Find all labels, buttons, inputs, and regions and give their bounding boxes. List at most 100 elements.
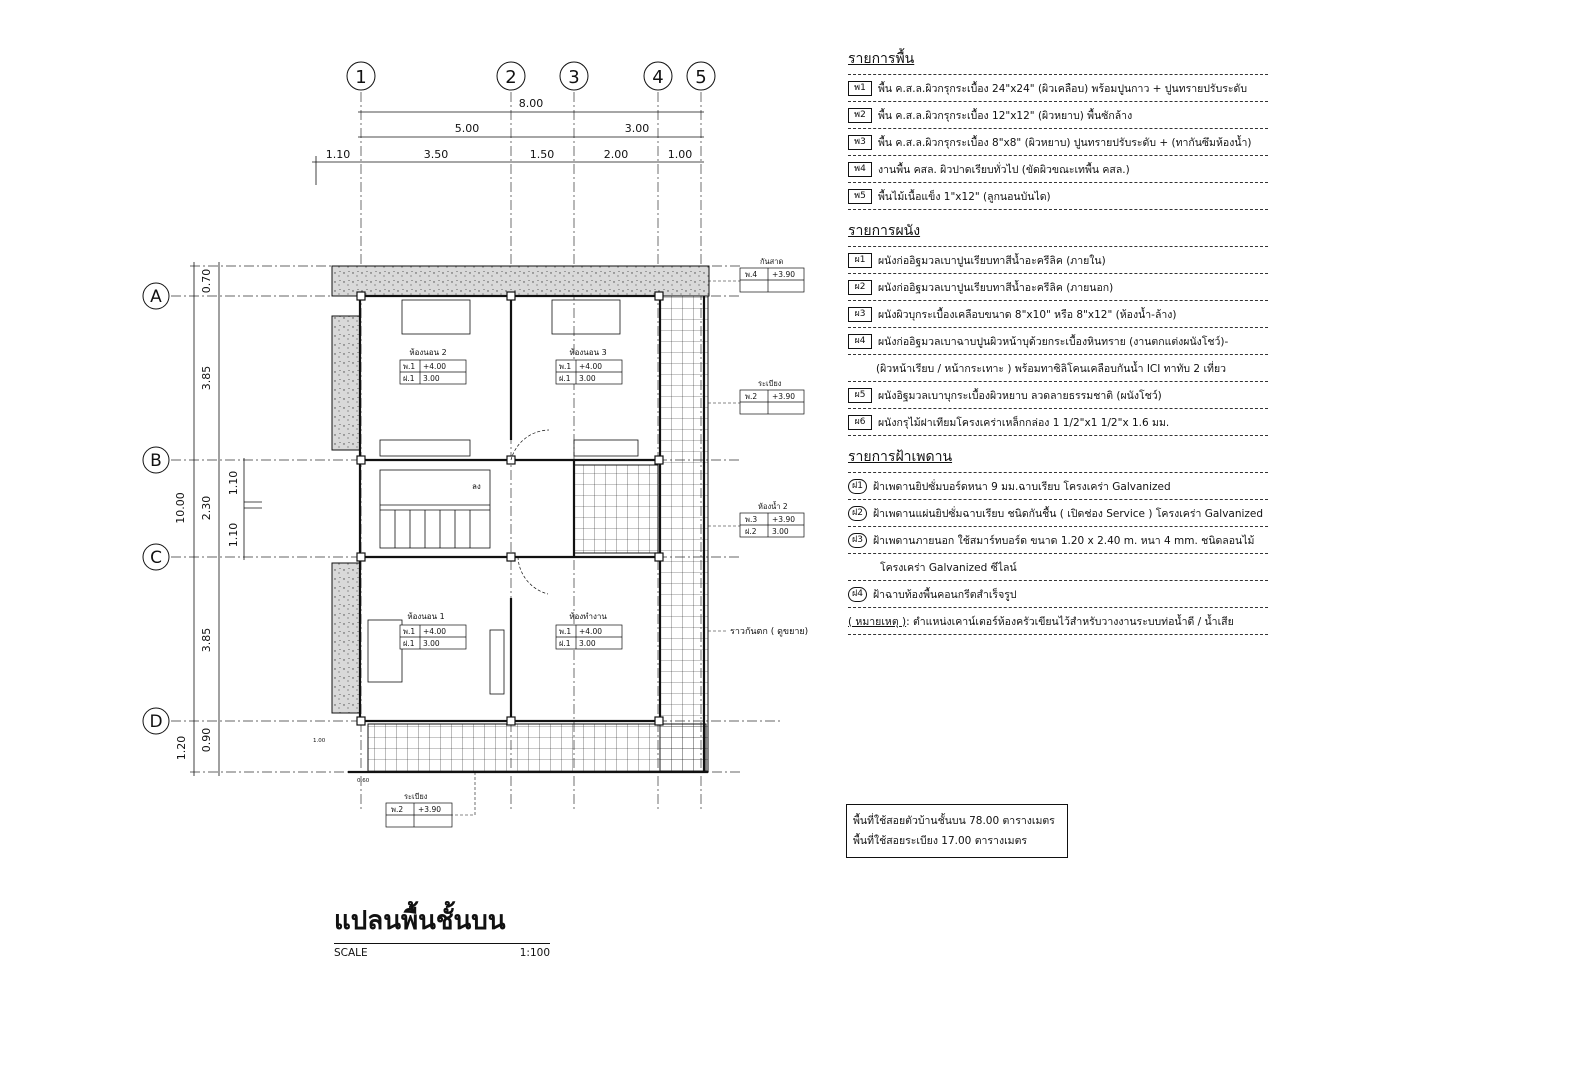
bathroom-name: ห้องน้ำ 2 <box>758 501 788 511</box>
staircase <box>379 469 491 549</box>
room-label-office: ห้องทำงาน <box>569 612 607 621</box>
room-name: ห้องนอน 1 <box>407 612 444 621</box>
area-summary-box: พื้นที่ใช้สอยตัวบ้านชั้นบน 78.00 ตารางเม… <box>846 804 1068 858</box>
ceiling-code: ฝ3 <box>848 532 867 548</box>
room-label-bedroom-3: ห้องนอน 3 <box>569 348 606 357</box>
small-dim-2: 0.60 <box>357 778 370 784</box>
stone-wall-left-upper <box>331 315 361 451</box>
wall-code: ผ6 <box>848 414 872 430</box>
upper-floor-area: พื้นที่ใช้สอยตัวบ้านชั้นบน 78.00 ตารางเม… <box>853 815 1055 827</box>
balcony-right-floor: พ.2 <box>745 392 757 401</box>
room3-ceil: ฝ.1 <box>559 374 571 383</box>
legend-panel: รายการพื้น พ1 พื้น ค.ส.ล.ผิวกรุกระเบื้อง … <box>848 48 1268 635</box>
dim-detail-2: 3.50 <box>424 148 449 161</box>
dim-depth-2: 3.85 <box>200 366 213 391</box>
remark-text: : ตำแหน่งเคาน์เตอร์ห้องครัวเขียนไว้สำหรั… <box>906 615 1234 628</box>
grid-number-5: 5 <box>695 67 706 88</box>
wall-item: ผ1 ผนังก่ออิฐมวลเบาปูนเรียบทาสีน้ำอะครีลิ… <box>848 246 1268 274</box>
floor-text: พื้น ค.ส.ล.ผิวกรุกระเบื้อง 24"x24" (ผิวเ… <box>878 82 1247 95</box>
dim-depth-5: 0.90 <box>200 728 213 753</box>
wardrobes <box>379 439 639 695</box>
grid-bubbles-top <box>346 61 716 91</box>
grid-number-1: 1 <box>355 67 366 88</box>
floor-code: พ1 <box>848 80 872 96</box>
ceiling-text: ฝ้าเพดานภายนอก ใช้สมาร์ทบอร์ด ขนาด 1.20 … <box>873 534 1255 547</box>
balcony-right-level: +3.90 <box>772 392 795 401</box>
ceiling-code: ฝ1 <box>848 478 867 494</box>
room2-ceil: ฝ.1 <box>403 374 415 383</box>
dim-depth-6: 1.20 <box>175 736 188 761</box>
canopy-name: กันสาด <box>760 257 783 266</box>
wall-text: ผนังก่ออิฐมวลเบาปูนเรียบทาสีน้ำอะครีลิค … <box>878 254 1106 267</box>
room3-height: 3.00 <box>579 374 596 383</box>
left-dimension-lines <box>193 262 262 776</box>
wall-text: ผนังอิฐมวลเบาบุกระเบื้องผิวหยาบ ลวดลายธร… <box>878 389 1162 402</box>
balcony-area: พื้นที่ใช้สอยระเบียง 17.00 ตารางเมตร <box>853 835 1028 847</box>
wall-code: ผ1 <box>848 252 872 268</box>
ceiling-item: ฝ1 ฝ้าเพดานยิปซั่มบอร์ดหนา 9 มม.ฉาบเรียบ … <box>848 472 1268 500</box>
bathroom-ceil: ฝ.2 <box>745 527 757 536</box>
dim-depth-1: 0.70 <box>200 269 213 294</box>
room3-floor: พ.1 <box>559 362 571 371</box>
room-label-bedroom-1: ห้องนอน 1 <box>407 612 444 621</box>
dim-detail-1: 1.10 <box>326 148 351 161</box>
door-swings <box>510 429 550 595</box>
wall-code: ผ4 <box>848 333 872 349</box>
wall-code: ผ3 <box>848 306 872 322</box>
right-tile-strip <box>659 295 709 773</box>
ceiling-item-continued: โครงเคร่า Galvanized ซีไลน์ <box>848 554 1268 581</box>
grid-bubbles-left <box>142 282 170 735</box>
scale-row: SCALE 1:100 <box>334 947 550 959</box>
wall-text: (ผิวหน้าเรียบ / หน้ากระเทาะ ) พร้อมทาซิล… <box>876 362 1227 375</box>
bathroom-level: +3.90 <box>772 515 795 524</box>
room2-floor: พ.1 <box>403 362 415 371</box>
floor-text: พื้นไม้เนื้อแข็ง 1"x12" (ลูกนอนบันได) <box>878 190 1051 203</box>
room1-height: 3.00 <box>423 639 440 648</box>
grid-number-3: 3 <box>568 67 579 88</box>
dim-depth-4: 3.85 <box>200 628 213 653</box>
dim-detail-5: 1.00 <box>668 148 693 161</box>
floor-legend-title: รายการพื้น <box>848 51 915 67</box>
room-name: ห้องนอน 3 <box>569 348 606 357</box>
small-dim-1: 1.00 <box>313 738 326 744</box>
wall-legend-title: รายการผนัง <box>848 223 921 239</box>
dim-detail-4: 2.00 <box>604 148 629 161</box>
stair-down-label: ลง <box>472 482 481 491</box>
scale-value: 1:100 <box>519 947 550 959</box>
grid-number-2: 2 <box>505 67 516 88</box>
floor-item: พ5 พื้นไม้เนื้อแข็ง 1"x12" (ลูกนอนบันได) <box>848 183 1268 210</box>
drawing-title-block: แปลนพื้นชั้นบน SCALE 1:100 <box>334 900 550 959</box>
bathroom-floor <box>573 464 659 554</box>
room-name: ห้องทำงาน <box>569 612 607 621</box>
room3-level: +4.00 <box>579 362 602 371</box>
wall-text: ผนังก่ออิฐมวลเบาฉาบปูนผิวหน้าบุด้วยกระเบ… <box>878 335 1229 348</box>
grid-letter-c: C <box>150 548 162 568</box>
balcony-bottom-level: +3.90 <box>418 805 441 814</box>
room-label-bedroom-2: ห้องนอน 2 <box>409 348 446 357</box>
floor-code: พ5 <box>848 188 872 204</box>
drawing-title: แปลนพื้นชั้นบน <box>334 900 550 944</box>
canopy-level: +3.90 <box>772 270 795 279</box>
balcony-bottom-name: ระเบียง <box>404 792 428 801</box>
dim-detail-3: 1.50 <box>530 148 555 161</box>
room2-height: 3.00 <box>423 374 440 383</box>
dim-inner-1: 1.10 <box>227 471 240 496</box>
room1-ceil: ฝ.1 <box>403 639 415 648</box>
ceiling-item: ฝ3 ฝ้าเพดานภายนอก ใช้สมาร์ทบอร์ด ขนาด 1.2… <box>848 527 1268 554</box>
top-dimension-lines <box>312 111 704 185</box>
ceiling-text: ฝ้าเพดานแผ่นยิปซั่มฉาบเรียบ ชนิดกันชื้น … <box>873 507 1264 520</box>
room-tag-tables <box>399 359 623 650</box>
room1-floor: พ.1 <box>403 627 415 636</box>
floor-code: พ4 <box>848 161 872 177</box>
scale-label: SCALE <box>334 947 368 959</box>
bottom-balcony <box>367 723 707 773</box>
office-height: 3.00 <box>579 639 596 648</box>
office-ceil: ฝ.1 <box>559 639 571 648</box>
ceiling-text: ฝ้าเพดานยิปซั่มบอร์ดหนา 9 มม.ฉาบเรียบ โค… <box>873 480 1171 493</box>
